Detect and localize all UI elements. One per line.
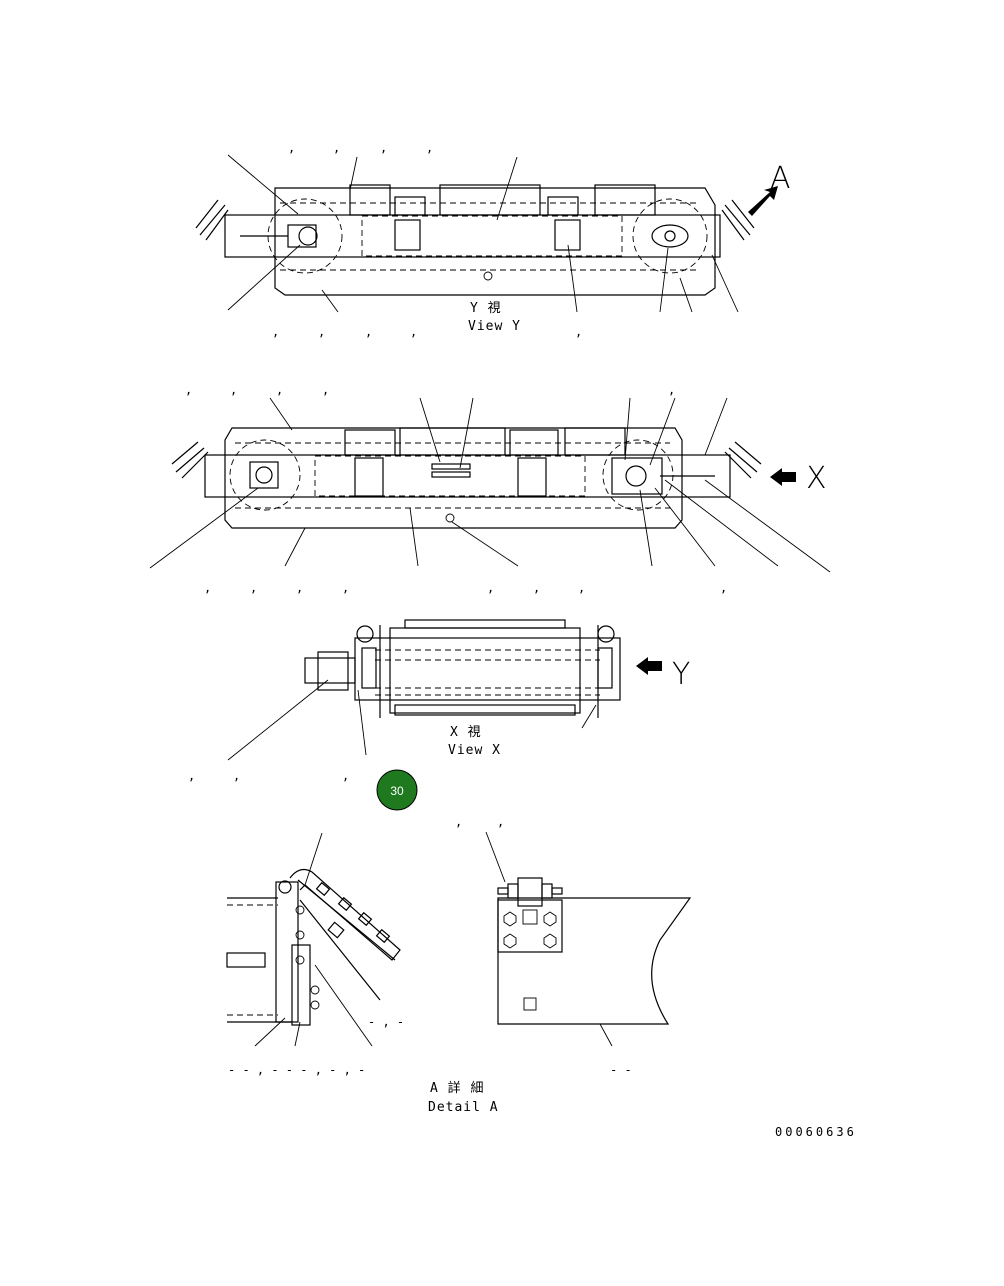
- svg-text:,: ,: [230, 383, 237, 397]
- svg-text:,: ,: [233, 769, 240, 783]
- arrow-x-icon: [770, 468, 796, 486]
- view-x-drawing: [304, 619, 621, 718]
- svg-text:,: ,: [426, 141, 433, 155]
- detail-a-right-leaders: [485, 831, 613, 1047]
- view-x-title-en: View X: [448, 743, 501, 758]
- document-number: 00060636: [775, 1125, 857, 1139]
- svg-text:,: ,: [365, 325, 372, 339]
- svg-text:- - , - - - , - ,: - - , - - - , - , -: [228, 1063, 365, 1077]
- svg-text:,: ,: [250, 581, 257, 595]
- detail-a-title-jp: A 詳 細: [430, 1080, 484, 1096]
- item-badge-label: 30: [390, 784, 404, 798]
- svg-text:,: ,: [533, 581, 540, 595]
- svg-text:,: ,: [342, 769, 349, 783]
- svg-text:,: ,: [276, 383, 283, 397]
- arrow-x-label: X: [806, 461, 827, 496]
- detail-a-left-leaders: [254, 832, 373, 1047]
- svg-text:,: ,: [318, 325, 325, 339]
- svg-text:,: ,: [296, 581, 303, 595]
- callout-commas: ,, ,, , ,, ,, ,, ,,: [185, 383, 727, 595]
- svg-text:,: ,: [487, 581, 494, 595]
- arrow-a-icon: [748, 186, 778, 216]
- view-y-title-jp: Y 視: [470, 301, 502, 316]
- svg-text:,: ,: [272, 325, 279, 339]
- item-badge[interactable]: 30: [376, 769, 418, 811]
- svg-text:,: ,: [188, 769, 195, 783]
- svg-text:,: ,: [342, 581, 349, 595]
- detail-a-title-en: Detail A: [428, 1100, 499, 1115]
- svg-text:,: ,: [380, 141, 387, 155]
- svg-text:,: ,: [185, 383, 192, 397]
- svg-text:,: ,: [720, 581, 727, 595]
- callout-commas: ,, ,: [188, 769, 349, 783]
- detail-a-left-drawing: [226, 868, 401, 1026]
- view-y-drawing: [195, 184, 755, 296]
- svg-text:,: ,: [455, 815, 462, 829]
- middle-view-leaders: [149, 397, 831, 573]
- view-x-leaders: [227, 679, 597, 761]
- callout-commas: ,, ,, ,, ,, ,: [272, 141, 582, 339]
- svg-text:,: ,: [333, 141, 340, 155]
- middle-view-drawing: [171, 427, 762, 529]
- svg-text:,: ,: [322, 383, 329, 397]
- svg-text:,: ,: [578, 581, 585, 595]
- svg-text:,: ,: [575, 325, 582, 339]
- view-y-leaders: [227, 154, 739, 313]
- svg-text:,: ,: [288, 141, 295, 155]
- svg-text:,: ,: [410, 325, 417, 339]
- detail-a-right-drawing: [497, 877, 692, 1025]
- arrow-a-label: A: [770, 161, 791, 196]
- svg-text:,: ,: [204, 581, 211, 595]
- svg-text:- -: - -: [610, 1063, 632, 1077]
- arrow-y-label: Y: [672, 657, 690, 692]
- svg-text:- , -: - , -: [368, 1015, 404, 1029]
- view-x-title-jp: X 視: [450, 725, 482, 740]
- svg-text:,: ,: [497, 815, 504, 829]
- callout-commas: ,, - , - - - , - - - , - , - - -: [228, 815, 632, 1077]
- svg-text:,: ,: [668, 383, 675, 397]
- arrow-y-icon: [636, 657, 662, 675]
- view-y-title-en: View Y: [468, 319, 521, 334]
